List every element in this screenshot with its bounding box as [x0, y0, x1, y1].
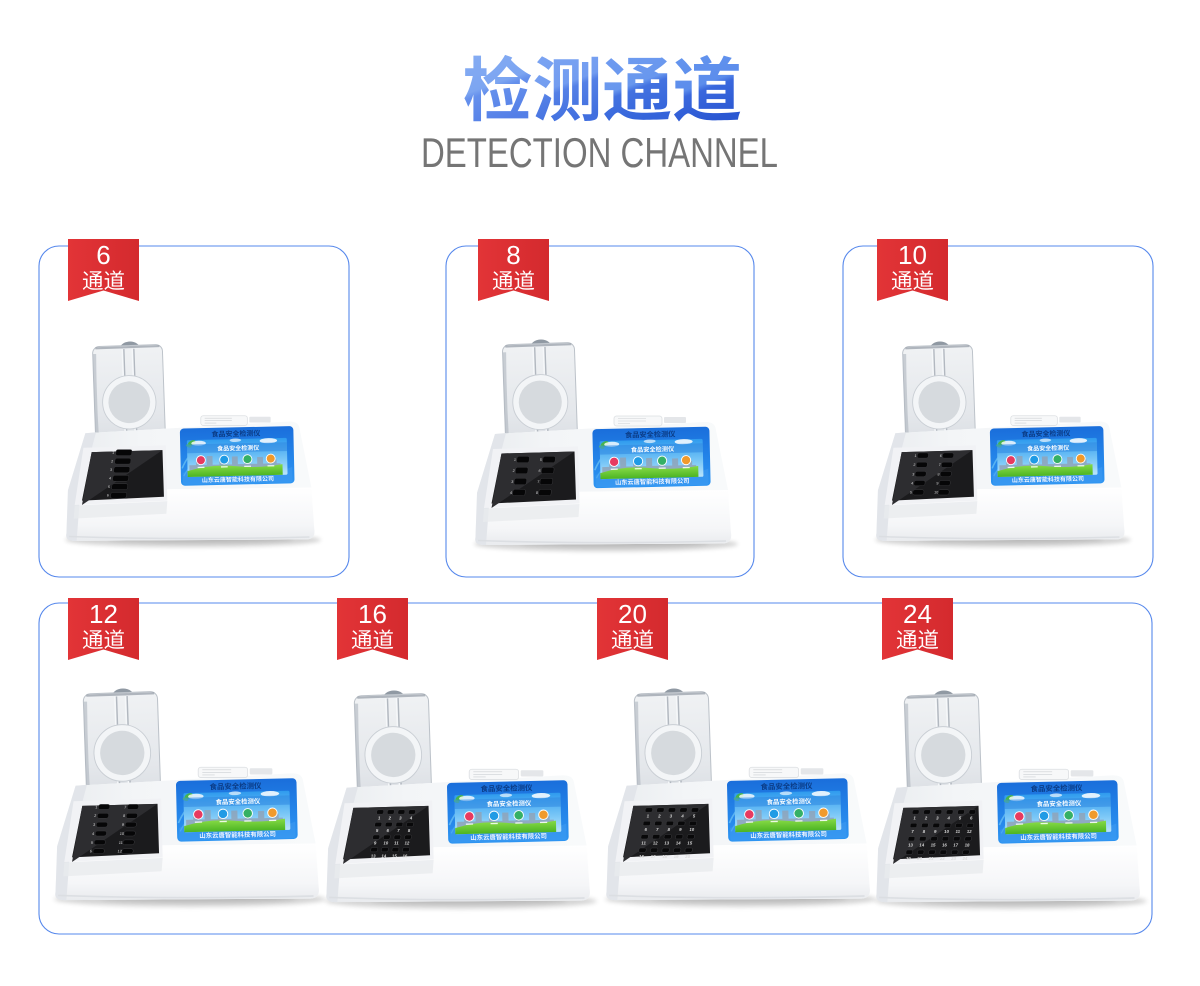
svg-text:24: 24 [903, 599, 932, 629]
svg-text:8: 8 [506, 240, 520, 270]
svg-text:12: 12 [89, 599, 118, 629]
svg-text:DETECTION CHANNEL: DETECTION CHANNEL [421, 129, 778, 176]
svg-text:20: 20 [618, 599, 647, 629]
svg-text:10: 10 [898, 240, 927, 270]
svg-text:6: 6 [96, 240, 110, 270]
svg-text:16: 16 [358, 599, 387, 629]
